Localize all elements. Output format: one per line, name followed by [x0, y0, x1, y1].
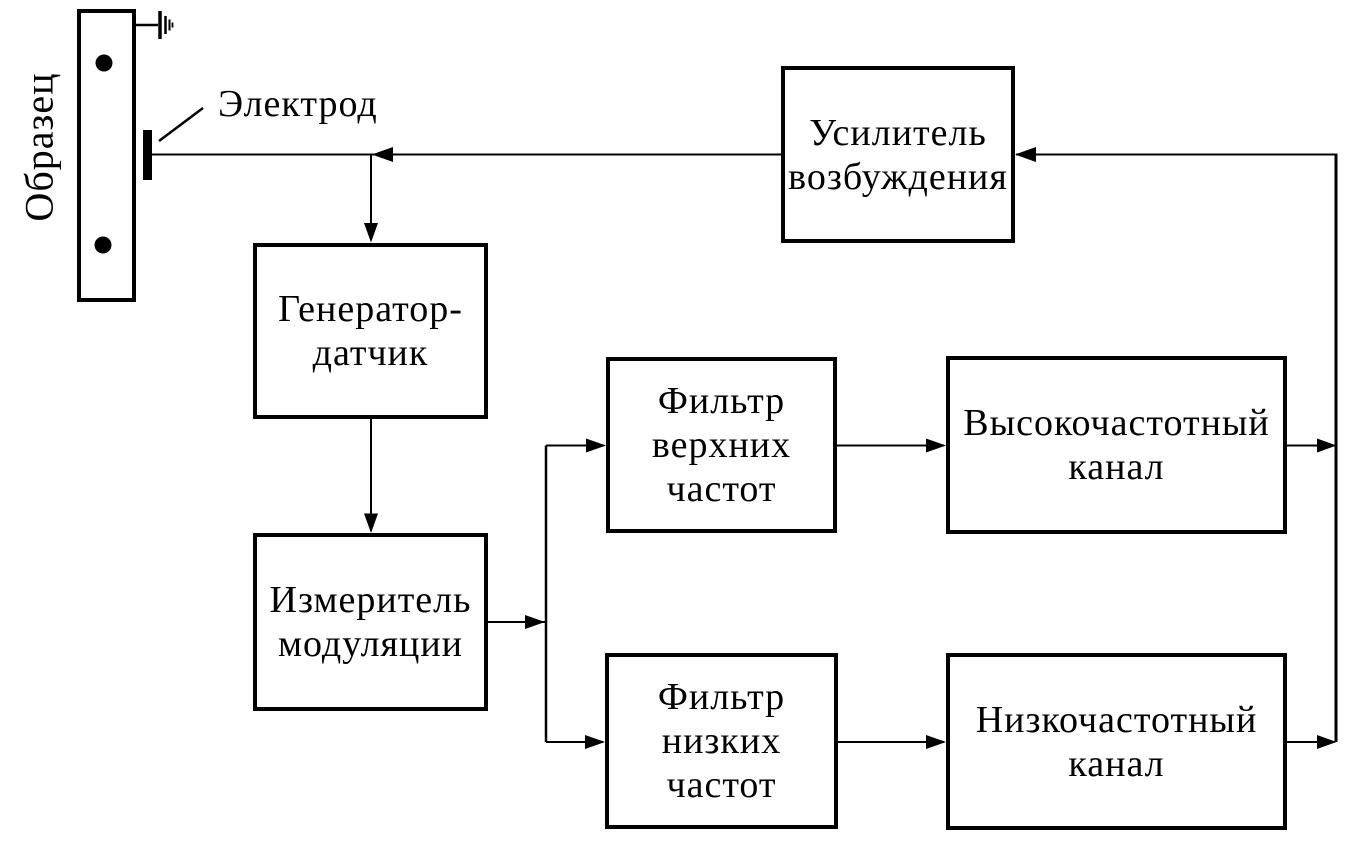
block-label-line: Низкочастотный [975, 698, 1258, 741]
block-low-pass-filter: Фильтр низких частот [605, 653, 838, 829]
block-label-line: Фильтр [657, 676, 786, 718]
block-modulation-meter: Измеритель модуляции [253, 533, 488, 711]
block-low-frequency-channel: Низкочастотный канал [946, 653, 1287, 830]
block-excitation-amplifier: Усилитель возбуждения [781, 66, 1015, 243]
electrode-bar [143, 130, 152, 180]
block-label-line: возбуждения [788, 155, 1008, 198]
sample-label: Образец [16, 72, 62, 222]
sample-hole-top [95, 54, 113, 72]
arrowhead-to-lfchannel [926, 735, 946, 749]
electrode-pointer-line [158, 107, 204, 142]
block-label-line: датчик [312, 332, 429, 374]
arrowhead-to-amplifier [1015, 147, 1036, 162]
block-label-line: частот [666, 764, 777, 806]
block-label-line: Генератор- [278, 288, 463, 330]
sample-outline [77, 9, 136, 302]
arrowhead-hf-to-feedback [1317, 438, 1337, 453]
block-label-line: Измеритель [269, 579, 472, 621]
block-label-line: канал [1068, 742, 1165, 785]
block-high-frequency-channel: Высокочастотный канал [946, 356, 1287, 534]
sample-hole-bottom [94, 236, 112, 254]
arrowhead-to-meter [364, 513, 378, 533]
arrowhead-to-generator [364, 223, 378, 243]
ground-icon [134, 11, 174, 39]
block-label-line: модуляции [277, 623, 464, 665]
electrode-label: Электрод [218, 83, 378, 125]
block-label-line: канал [1068, 446, 1165, 488]
block-label-line: Фильтр [657, 380, 786, 422]
block-generator-sensor: Генератор- датчик [253, 243, 488, 419]
block-high-pass-filter: Фильтр верхних частот [606, 357, 837, 533]
block-label-line: частот [666, 468, 777, 510]
block-label-line: низких [661, 720, 782, 762]
arrowhead-to-electrode [372, 147, 393, 162]
arrowhead-lf-to-feedback [1317, 735, 1337, 749]
arrowhead-to-lpf [585, 735, 605, 749]
arrowhead-to-hpf [586, 438, 606, 453]
block-label-line: верхних [651, 424, 792, 466]
arrowhead-to-branch [525, 615, 545, 629]
block-label-line: Усилитель [809, 111, 987, 154]
arrowhead-to-hfchannel [926, 438, 946, 453]
block-label-line: Высокочастотный [963, 402, 1270, 444]
